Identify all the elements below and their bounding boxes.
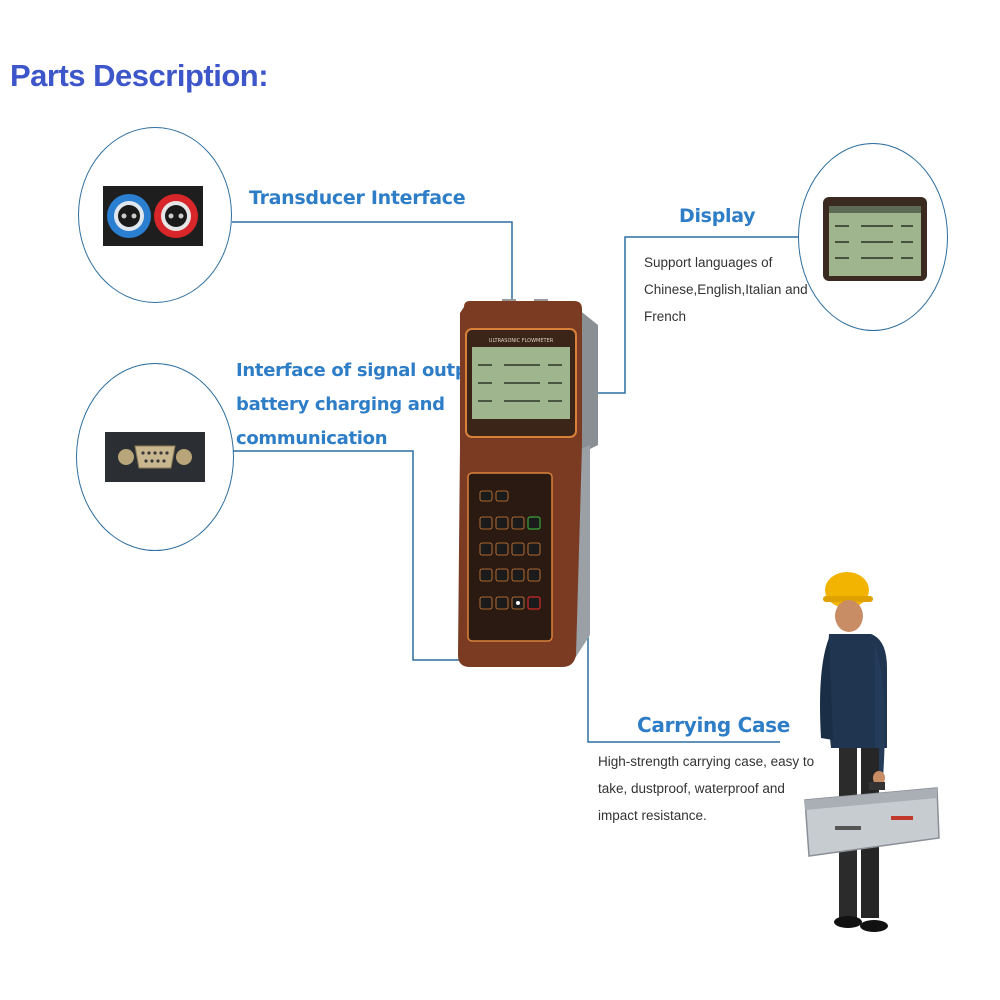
signal-label-line: communication [236, 428, 388, 449]
db9-connector-image [105, 432, 205, 482]
carrying-case-description-line: impact resistance. [598, 808, 707, 823]
transducer-zoom-circle [78, 127, 232, 303]
display-description-line: Chinese,English,Italian and [644, 282, 808, 297]
signal-connector-line [232, 450, 488, 661]
signal-interface-label: Interface of signal output, battery char… [236, 354, 495, 456]
flowmeter-device-image: ULTRASONIC FLOWMETER [458, 299, 598, 667]
carrying-case-description-line: High-strength carrying case, easy to [598, 754, 815, 769]
carrying-case-label: Carrying Case [637, 713, 791, 737]
display-label: Display [679, 205, 756, 227]
signal-label-line: battery charging and [236, 394, 445, 415]
transducer-interface-label: Transducer Interface [249, 187, 466, 209]
display-description-line: Support languages of [644, 255, 773, 270]
transducer-sockets-image [103, 186, 203, 246]
page-title: Parts Description: [10, 58, 269, 93]
transducer-connector-line [232, 221, 513, 300]
signal-zoom-circle [76, 363, 234, 551]
display-zoom-circle [798, 143, 948, 331]
signal-label-line: Interface of signal output, [236, 360, 495, 381]
lcd-closeup-image [823, 197, 927, 281]
carrying-case-description: High-strength carrying case, easy to tak… [598, 748, 814, 829]
display-description-line: French [644, 309, 687, 324]
device-header-text: ULTRASONIC FLOWMETER [489, 338, 554, 344]
display-description: Support languages of Chinese,English,Ita… [644, 249, 808, 330]
worker-with-carrying-case-image [804, 572, 940, 932]
carrying-case-description-line: take, dustproof, waterproof and [598, 781, 785, 796]
